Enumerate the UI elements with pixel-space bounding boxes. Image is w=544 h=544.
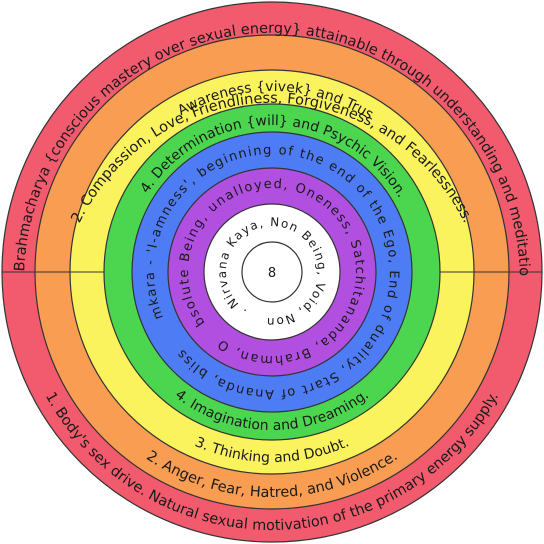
center-circle: [241, 241, 303, 303]
center-label: 8: [268, 266, 276, 281]
